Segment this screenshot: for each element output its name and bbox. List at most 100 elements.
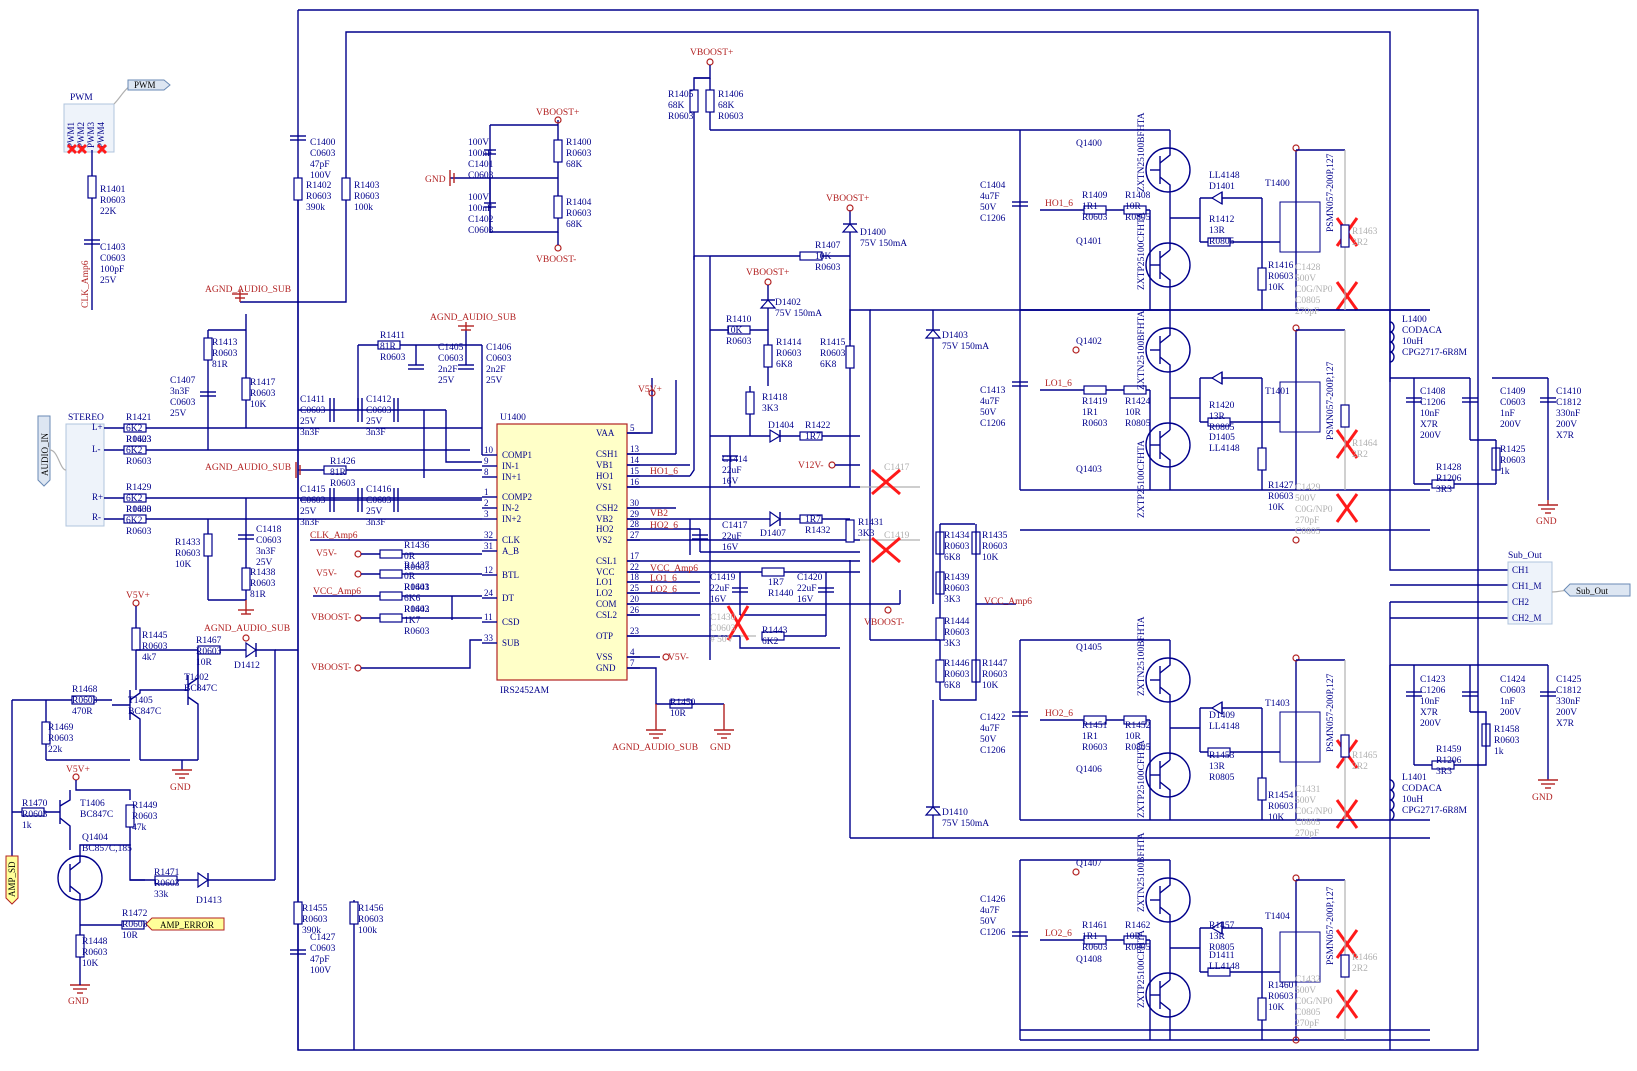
label-text: 25V [438, 376, 455, 386]
label-text: C0G/NP0 [1295, 807, 1333, 817]
label-text: 200V [1556, 420, 1577, 430]
ic-ref-label: U1400 [500, 413, 526, 423]
label-text: Q1405 [1076, 643, 1102, 653]
label-text: Q1407 [1076, 859, 1102, 869]
label-text: C0603 [1500, 398, 1526, 408]
label-text: 2n2F [438, 365, 458, 375]
label-text: R0603 [1494, 736, 1520, 746]
label-text: C1432 [1295, 975, 1321, 985]
ch1-pin: CH1 [1512, 565, 1529, 575]
label-text: C0603 [300, 496, 326, 506]
ic-pin-number: 8 [484, 467, 489, 477]
label-text: R1462 [1125, 921, 1151, 931]
label-text: R0603 [22, 810, 48, 820]
audio-in-label: AUDIO_IN [40, 433, 50, 476]
label-text: 10K [1268, 503, 1285, 513]
label-text: R1456 [358, 904, 384, 914]
label-text: BC847C [128, 707, 161, 717]
amp-error-port[interactable]: AMP_ERROR [145, 917, 225, 931]
label-text: R0603 [358, 915, 384, 925]
label-d1413: D1413 [196, 896, 222, 906]
label-text: R0603 [1500, 456, 1526, 466]
sub-out-port[interactable]: Sub_Out [1563, 583, 1631, 597]
label-text: R1403 [354, 181, 380, 191]
label-text: C1417 [722, 521, 748, 531]
label-text: R1455 [302, 904, 328, 914]
label-text: C1429 [1295, 483, 1321, 493]
ic-pin-name: HO2 [596, 524, 614, 534]
label-text: 68K [668, 101, 685, 111]
label-text: 10K [1268, 283, 1285, 293]
vboost-minus-label-3: VBOOST- [311, 663, 351, 673]
ic-pin-name: VS2 [596, 535, 612, 545]
label-text: Q1402 [1076, 337, 1102, 347]
gnd-label-3: GND [1536, 517, 1557, 527]
ic-pin-number: 13 [630, 444, 640, 454]
label-text: 200V [1500, 708, 1521, 718]
ic-pin-number: 26 [630, 605, 640, 615]
label-text: 81R [380, 342, 397, 352]
label-text: Q1408 [1076, 955, 1102, 965]
label-text: 81R [212, 360, 229, 370]
agnd-label-5: AGND_AUDIO_SUB [204, 624, 290, 634]
label-text: 100pF [100, 265, 124, 275]
label-text: LL4148 [1209, 444, 1240, 454]
label-text: R0603 [566, 209, 592, 219]
label-text: 3K3 [944, 595, 961, 605]
label-text: R0603 [404, 627, 430, 637]
audio-in-port[interactable]: AUDIO_IN [37, 415, 51, 487]
audio-in-connector: STEREO L+ L- R+ R- AUDIO_IN [37, 413, 105, 527]
amp-sd-port[interactable]: AMP_SD [5, 855, 19, 905]
amp-sd-label: AMP_SD [7, 861, 17, 897]
audio-pin-rm: R- [92, 512, 101, 522]
label-text: 13R [1209, 762, 1226, 772]
label-text: 75V 150mA [942, 342, 989, 352]
label-text: 47pF [310, 955, 330, 965]
label-text: C1406 [486, 343, 512, 353]
label-text: R1412 [1209, 215, 1235, 225]
audio-pin-lp: L+ [92, 422, 103, 432]
label-text: D1401 [1209, 182, 1235, 192]
label-text: ZXTN25100BFHTA [1137, 112, 1147, 192]
label-text: R1472 [122, 909, 148, 919]
label-text: R0603 [175, 549, 201, 559]
label-text: C1416 [366, 485, 392, 495]
ic-control-inputs: CLK_Amp6 V5V- V5V- VCC_Amp6 VBOOST- VBOO… [310, 531, 482, 673]
label-text: R1411 [380, 331, 405, 341]
label-text: 1nF [1500, 697, 1515, 707]
label-text: 22uF [710, 584, 730, 594]
label-text: 200V [1500, 420, 1521, 430]
label-text: R1206 [1436, 474, 1462, 484]
ic-pin-number: 4 [630, 647, 635, 657]
pwm-port[interactable]: PWM [127, 79, 171, 91]
ic-pin-name: CSL2 [596, 610, 617, 620]
label-text: R1457 [1209, 921, 1235, 931]
label-text: Q1406 [1076, 765, 1102, 775]
label-text: 200V [1420, 719, 1441, 729]
agnd-label-4: AGND_AUDIO_SUB [612, 743, 698, 753]
half-bridge-2: LO1_6 [1012, 309, 1430, 491]
